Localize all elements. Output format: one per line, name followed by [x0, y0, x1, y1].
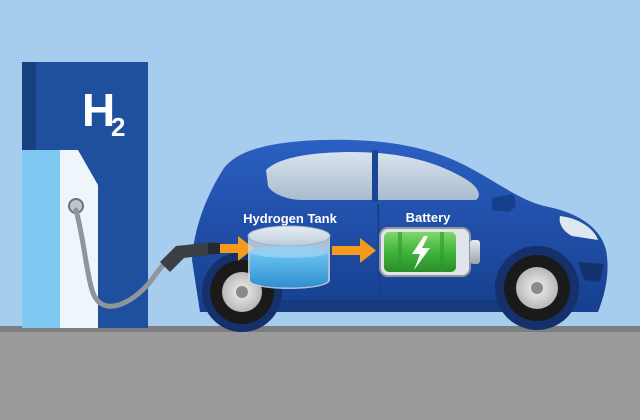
front-wheel-icon	[495, 246, 579, 330]
battery-label: Battery	[406, 210, 452, 225]
ground	[0, 326, 640, 420]
car-mirror	[492, 194, 516, 212]
fuel-hose	[73, 207, 179, 309]
battery-terminal	[470, 240, 480, 264]
hydrogen-tank	[247, 225, 331, 289]
battery	[379, 227, 480, 277]
tank-water	[250, 252, 328, 288]
car-front-grille	[578, 262, 604, 282]
station-white-panel	[60, 150, 98, 328]
arrow-to-tank	[220, 236, 254, 261]
station-subscript: 2	[111, 112, 125, 142]
arrow-to-battery	[332, 238, 376, 263]
hydrogen-station: H 2	[22, 62, 148, 328]
lightning-bolt-icon	[412, 236, 430, 270]
car-pillar	[372, 150, 378, 202]
car-skirt	[256, 300, 506, 312]
station-symbol: H	[82, 84, 115, 136]
fuel-nozzle-icon	[160, 242, 220, 272]
tank-label: Hydrogen Tank	[243, 211, 337, 226]
car-headlight	[559, 216, 598, 240]
ground-edge	[0, 326, 640, 332]
